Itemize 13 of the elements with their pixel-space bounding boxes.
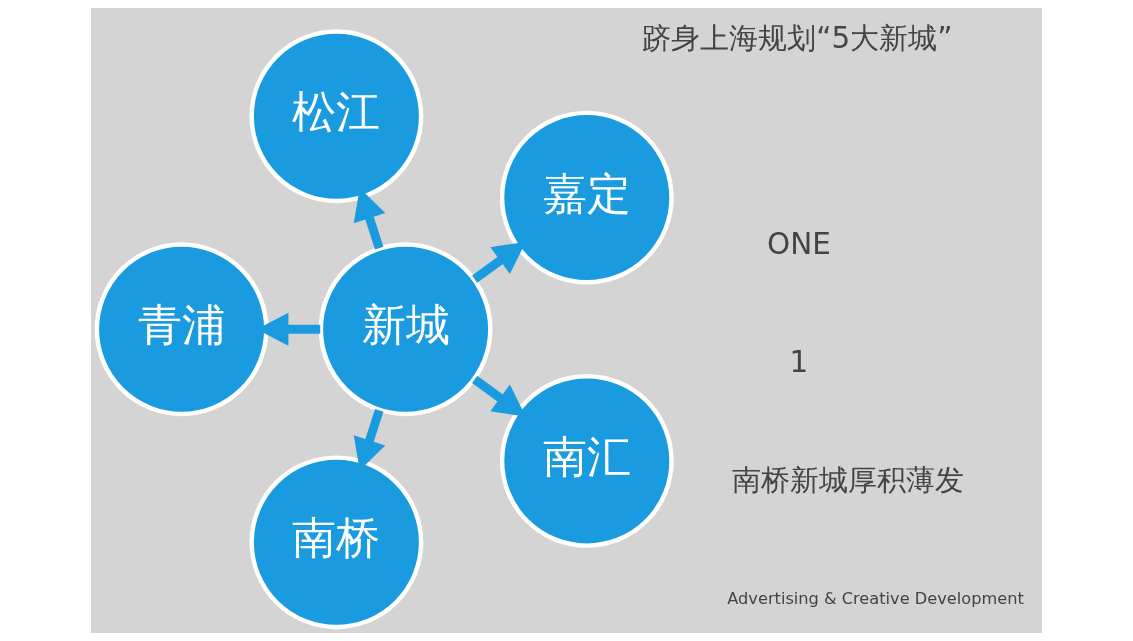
label: ONE [767, 227, 831, 262]
label: 南桥新城厚积薄发 [731, 462, 964, 497]
node-circle: 青浦 [94, 242, 269, 417]
node-circle: 松江 [249, 29, 424, 204]
node-circle: 嘉定 [499, 110, 674, 285]
label: 跻身上海规划“5大新城” [642, 20, 953, 55]
node-circle: 新城 [318, 242, 493, 417]
node-circle: 南汇 [499, 374, 674, 548]
arrow [472, 375, 526, 417]
label: 1 [789, 344, 809, 379]
arrow [472, 242, 526, 283]
label: Advertising & Creative Development [727, 589, 1024, 609]
node-circle: 南桥 [249, 455, 424, 630]
